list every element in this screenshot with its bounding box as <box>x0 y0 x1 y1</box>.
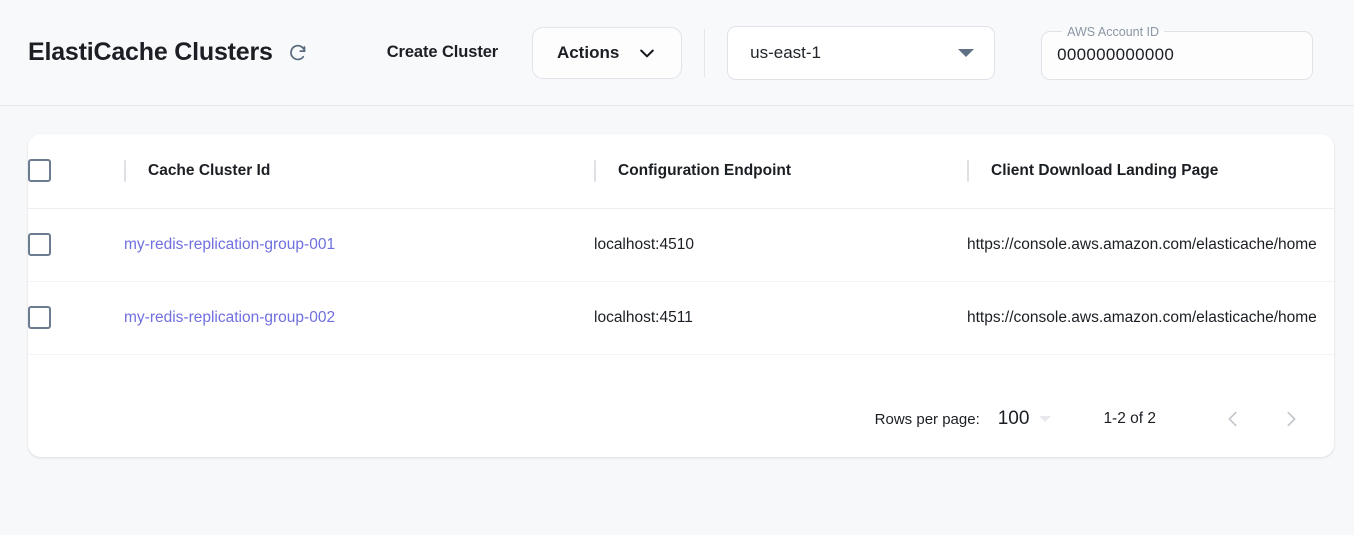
column-divider <box>594 159 596 182</box>
region-select-value: us-east-1 <box>750 42 821 62</box>
cell-cluster-id: my-redis-replication-group-001 <box>124 208 594 282</box>
table-header-row: Cache Cluster Id Configuration Endpoint … <box>28 134 1334 209</box>
column-header-endpoint[interactable]: Configuration Endpoint <box>594 134 967 209</box>
table-header: Cache Cluster Id Configuration Endpoint … <box>28 134 1334 209</box>
row-select-cell <box>28 208 124 282</box>
row-checkbox[interactable] <box>28 306 51 329</box>
table-row: my-redis-replication-group-002 localhost… <box>28 281 1334 355</box>
select-all-header <box>28 134 124 209</box>
select-all-checkbox[interactable] <box>28 159 51 183</box>
cell-cluster-id: my-redis-replication-group-002 <box>124 281 594 355</box>
column-divider <box>967 159 969 182</box>
caret-down-icon <box>1039 416 1052 422</box>
pagination-range: 1-2 of 2 <box>1103 410 1156 427</box>
rows-per-page-label: Rows per page: <box>874 410 980 428</box>
actions-button-label: Actions <box>556 42 620 62</box>
header-divider <box>704 28 706 77</box>
column-header-label: Cache Cluster Id <box>148 161 271 179</box>
next-page-button[interactable] <box>1270 398 1312 440</box>
chevron-right-icon <box>1287 411 1296 427</box>
page-title: ElastiCache Clusters <box>28 38 273 66</box>
refresh-icon-glyph <box>289 44 306 60</box>
cell-landing-page: https://console.aws.amazon.com/elasticac… <box>967 208 1334 282</box>
content-area: Cache Cluster Id Configuration Endpoint … <box>0 106 1354 457</box>
column-header-cluster-id[interactable]: Cache Cluster Id <box>124 134 594 209</box>
app-header: ElastiCache Clusters Create Cluster Acti… <box>0 0 1354 106</box>
column-header-label: Client Download Landing Page <box>991 161 1219 179</box>
table-body: my-redis-replication-group-001 localhost… <box>28 208 1334 355</box>
rows-per-page-select[interactable]: 100 <box>998 408 1052 430</box>
cell-endpoint: localhost:4511 <box>594 281 967 355</box>
cell-landing-page: https://console.aws.amazon.com/elasticac… <box>967 281 1334 355</box>
create-cluster-button[interactable]: Create Cluster <box>383 33 502 72</box>
cluster-id-link[interactable]: my-redis-replication-group-001 <box>124 235 336 253</box>
chevron-left-icon <box>1228 411 1237 427</box>
table-pagination: Rows per page: 100 1-2 of 2 <box>28 381 1334 457</box>
refresh-icon[interactable] <box>281 36 315 70</box>
cell-endpoint: localhost:4510 <box>594 208 967 282</box>
actions-button[interactable]: Actions <box>532 26 683 79</box>
clusters-card: Cache Cluster Id Configuration Endpoint … <box>28 134 1334 457</box>
chevron-down-icon <box>640 49 655 57</box>
aws-account-id-input[interactable] <box>1041 25 1314 80</box>
row-checkbox[interactable] <box>28 233 51 256</box>
rows-per-page-value: 100 <box>997 408 1030 429</box>
table-row: my-redis-replication-group-001 localhost… <box>28 208 1334 282</box>
row-select-cell <box>28 281 124 355</box>
region-select[interactable]: us-east-1 <box>727 25 996 80</box>
column-header-label: Configuration Endpoint <box>618 161 792 179</box>
column-header-landing-page[interactable]: Client Download Landing Page <box>967 134 1334 209</box>
previous-page-button[interactable] <box>1212 398 1254 440</box>
column-divider <box>124 159 126 182</box>
clusters-table: Cache Cluster Id Configuration Endpoint … <box>28 134 1334 355</box>
caret-down-icon <box>958 48 975 57</box>
aws-account-id-field[interactable]: AWS Account ID <box>1041 25 1314 80</box>
cluster-id-link[interactable]: my-redis-replication-group-002 <box>124 308 336 326</box>
